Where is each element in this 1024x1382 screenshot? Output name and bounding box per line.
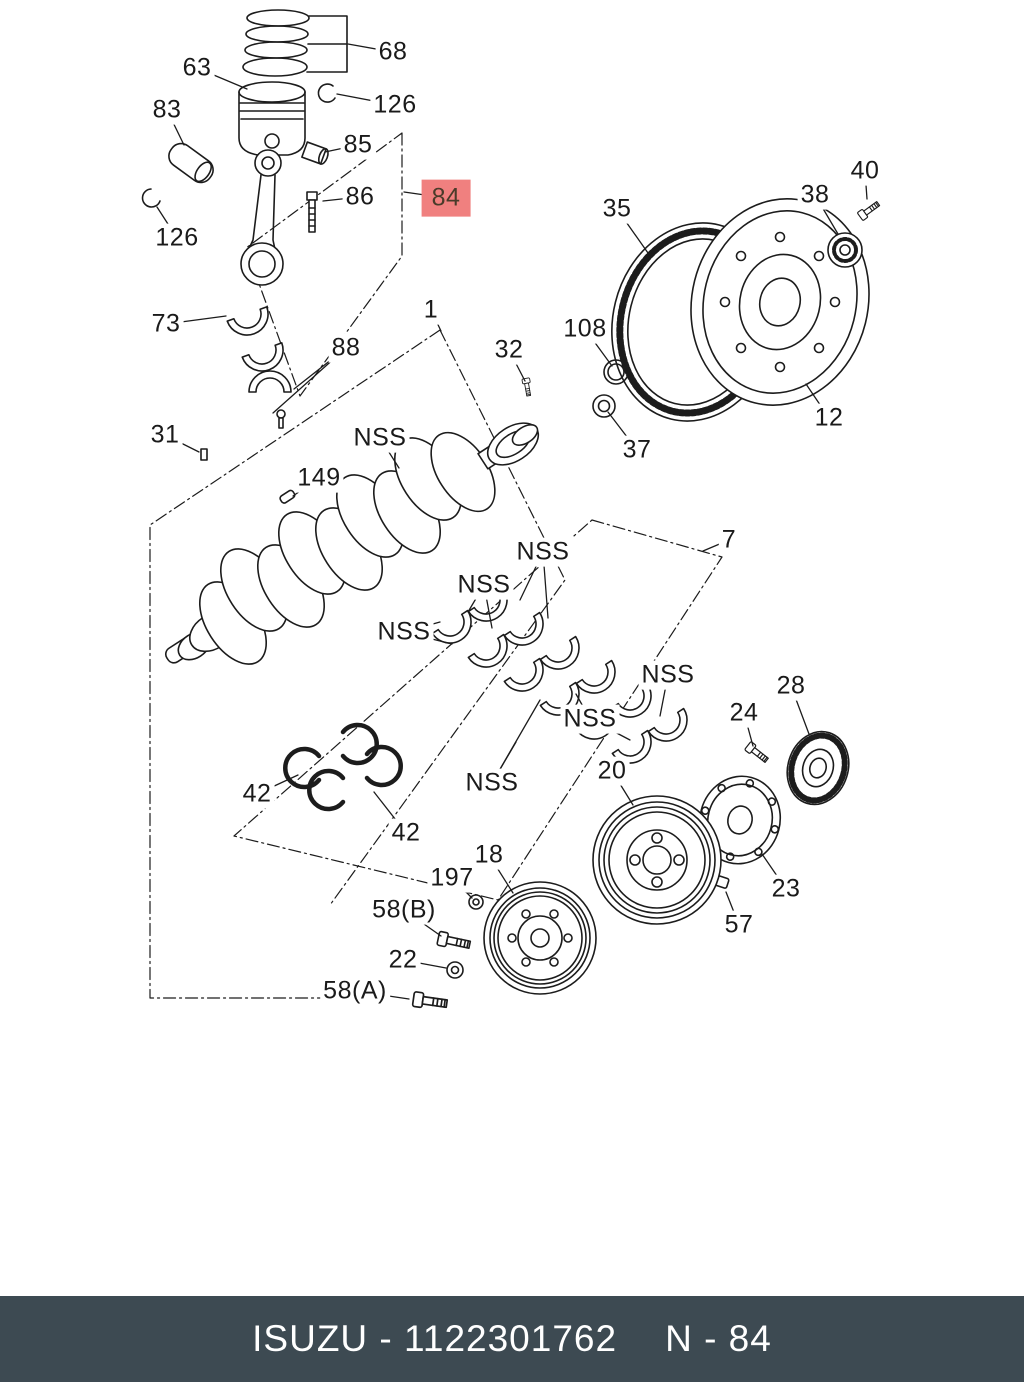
flywheel-bolt xyxy=(856,199,882,222)
timing-gear xyxy=(786,730,850,806)
part-label-7-24: 7 xyxy=(718,525,740,555)
part-label-18-33: 18 xyxy=(471,840,507,870)
parts-diagram: 68 63 126 83 85 86 84 126 73 88 1 32 108 35 38 40 12 37 31… xyxy=(141,9,883,1012)
part-label-84-6: 84 xyxy=(421,179,471,217)
piston-rings xyxy=(242,9,348,77)
damper-pulley xyxy=(592,795,722,925)
part-label-83-3: 83 xyxy=(149,95,185,125)
flywheel xyxy=(690,198,870,406)
part-label-85-4: 85 xyxy=(340,130,376,160)
part-label-57-37: 57 xyxy=(721,910,757,940)
part-label-42-32: 42 xyxy=(388,818,424,848)
thrust-washer xyxy=(592,394,616,418)
pulley-plate xyxy=(698,775,782,865)
crank-pulley xyxy=(483,881,597,995)
part-label-42-31: 42 xyxy=(239,779,275,809)
part-label-58b-36: 58(B) xyxy=(369,895,439,925)
part-label-68-0: 68 xyxy=(375,37,411,67)
part-label-88-9: 88 xyxy=(328,333,364,363)
part-label-28-27: 28 xyxy=(773,671,809,701)
part-label-197-34: 197 xyxy=(427,863,477,893)
part-label-63-1: 63 xyxy=(179,53,215,83)
thrust-rings xyxy=(285,725,400,809)
snap-ring-top xyxy=(317,83,336,103)
gear-bolt xyxy=(743,740,771,766)
part-label-126-2: 126 xyxy=(370,90,420,120)
pulley-bolt-a xyxy=(411,990,449,1012)
part-label-86-5: 86 xyxy=(342,182,378,212)
part-label-108-12: 108 xyxy=(560,314,610,344)
part-label-24-28: 24 xyxy=(726,698,762,728)
rod-bolt xyxy=(306,191,318,233)
pilot-bolt xyxy=(521,377,533,397)
connecting-rod xyxy=(240,149,284,286)
part-label-nss-23: NSS xyxy=(374,617,434,647)
part-label-12-16: 12 xyxy=(811,403,847,433)
part-label-nss-19: NSS xyxy=(350,423,410,453)
part-label-38-14: 38 xyxy=(797,180,833,210)
part-label-31-18: 31 xyxy=(147,420,183,450)
part-label-nss-25: NSS xyxy=(638,660,698,690)
part-label-37-17: 37 xyxy=(619,435,655,465)
footer-part-number: ISUZU - 1122301762 xyxy=(252,1318,618,1359)
plug xyxy=(200,448,208,461)
crank-key xyxy=(279,489,296,504)
footer-bar: ISUZU - 1122301762 N - 84 xyxy=(0,1296,1024,1382)
part-label-1-10: 1 xyxy=(420,295,442,325)
piston-pin xyxy=(168,142,214,184)
part-label-73-8: 73 xyxy=(148,309,184,339)
part-label-20-29: 20 xyxy=(594,756,630,786)
pulley-bolt-b xyxy=(436,930,472,953)
rod-bushing xyxy=(301,141,329,165)
part-label-32-11: 32 xyxy=(491,335,527,365)
diagram-artwork xyxy=(141,9,882,1012)
washer-22 xyxy=(446,961,464,979)
part-label-nss-30: NSS xyxy=(462,768,522,798)
part-label-149-20: 149 xyxy=(294,463,344,493)
crankshaft xyxy=(164,422,540,665)
bearing-cap xyxy=(248,370,292,429)
part-label-23-35: 23 xyxy=(768,874,804,904)
flywheel-washer xyxy=(827,232,863,268)
part-label-nss-26: NSS xyxy=(560,704,620,734)
part-label-nss-22: NSS xyxy=(454,570,514,600)
small-washer-197 xyxy=(468,894,484,910)
part-label-126-7: 126 xyxy=(152,223,202,253)
part-label-nss-21: NSS xyxy=(513,537,573,567)
part-label-35-13: 35 xyxy=(599,194,635,224)
part-label-40-15: 40 xyxy=(847,156,883,186)
snap-ring-left xyxy=(141,188,161,208)
part-label-22-38: 22 xyxy=(385,945,421,975)
footer-page-ref: N - 84 xyxy=(665,1318,772,1359)
piston xyxy=(238,81,306,156)
part-label-58a-39: 58(A) xyxy=(320,976,390,1006)
